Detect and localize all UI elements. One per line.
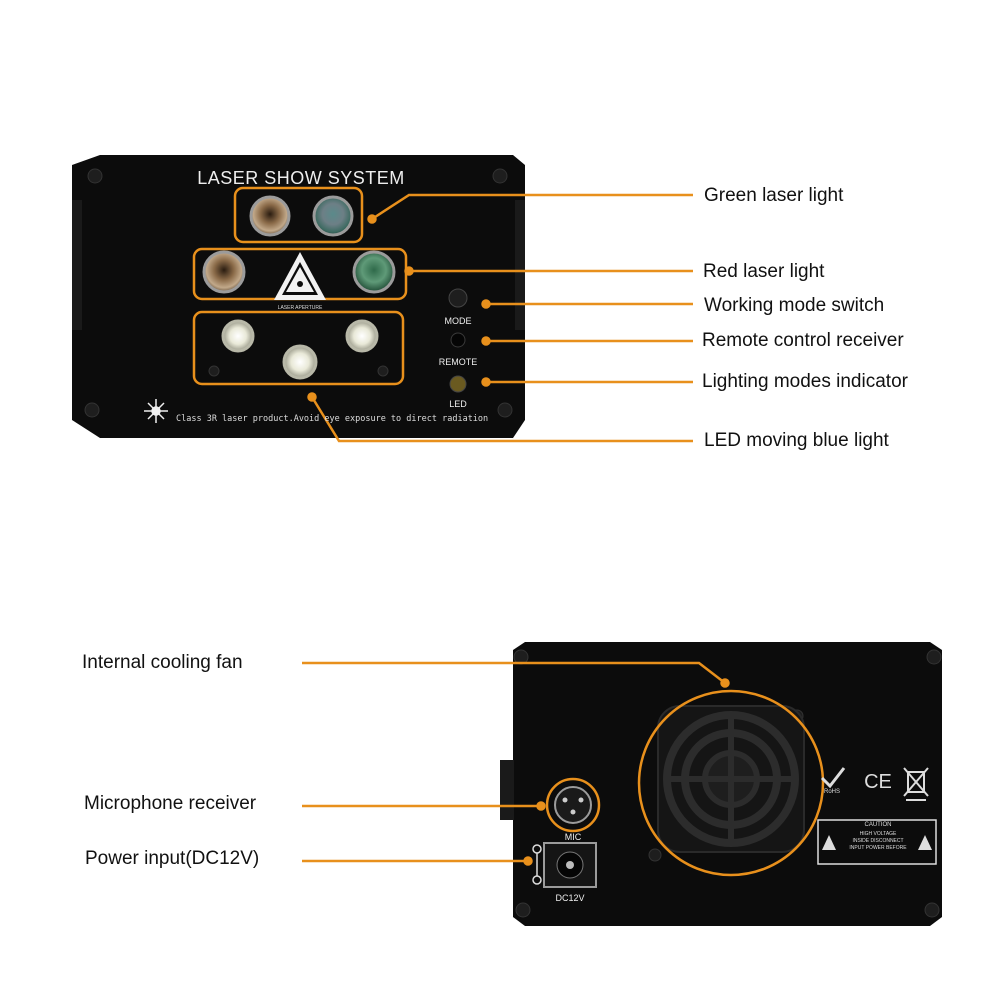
callout-modes-indicator: Lighting modes indicator [702, 371, 908, 392]
green-laser-lens-right [312, 195, 354, 237]
rohs-check-icon [820, 767, 846, 789]
screw-icon [926, 649, 942, 665]
remote-receiver [450, 332, 466, 348]
weee-bin-icon [903, 767, 929, 801]
screw-icon [84, 402, 100, 418]
caution-line: INPUT POWER BEFORE [849, 845, 907, 851]
screw-icon [87, 168, 103, 184]
callout-led-blue-light: LED moving blue light [704, 430, 889, 451]
callout-microphone: Microphone receiver [84, 793, 257, 814]
remote-label: REMOTE [438, 357, 478, 367]
caution-lines: HIGH VOLTAGE INSIDE DISCONNECT INPUT POW… [840, 831, 916, 852]
ce-mark: CE [864, 771, 892, 793]
red-laser-lens-right [352, 250, 396, 294]
laser-starburst-icon [144, 399, 168, 423]
aperture-text: LASER APERTURE [277, 305, 323, 311]
callout-remote-receiver: Remote control receiver [702, 330, 904, 351]
caution-label [817, 819, 937, 865]
caution-line: INSIDE DISCONNECT [852, 838, 904, 844]
screw-icon [924, 902, 940, 918]
mic-label: MIC [564, 832, 582, 842]
red-laser-lens [202, 250, 246, 294]
callout-cooling-fan: Internal cooling fan [82, 652, 243, 673]
warning-icon [822, 835, 836, 850]
screw-icon [492, 168, 508, 184]
led-indicator [449, 375, 467, 393]
callout-mode-switch: Working mode switch [704, 295, 885, 316]
dc-label: DC12V [555, 893, 585, 903]
device-title: LASER SHOW SYSTEM [197, 168, 405, 188]
caution-line: HIGH VOLTAGE [859, 831, 897, 837]
led-lens-left [221, 319, 255, 353]
laser-warning-text: Class 3R laser product.Avoid eye exposur… [176, 414, 489, 424]
led-lens-right [345, 319, 379, 353]
callout-green-laser: Green laser light [704, 185, 844, 206]
callout-red-laser: Red laser light [703, 261, 825, 282]
rohs-label: RoHS [823, 789, 840, 795]
callout-power-input: Power input(DC12V) [85, 848, 260, 869]
cooling-fan [657, 705, 805, 853]
green-laser-lens-left [249, 195, 291, 237]
screw-icon [497, 402, 513, 418]
callout-lines [302, 193, 730, 866]
led-lens-center [282, 344, 318, 380]
warning-icon [918, 835, 932, 850]
mode-switch-button[interactable] [448, 288, 468, 308]
dc-power-jack [543, 842, 597, 888]
polarity-symbol-icon [532, 844, 542, 885]
led-label: LED [449, 399, 467, 409]
laser-warning-icon [274, 252, 326, 300]
fan-highlight-ring [637, 689, 825, 877]
mode-label: MODE [444, 316, 472, 326]
screw-icon [515, 902, 531, 918]
mic-socket [554, 786, 592, 824]
caution-title: CAUTION [864, 822, 892, 828]
